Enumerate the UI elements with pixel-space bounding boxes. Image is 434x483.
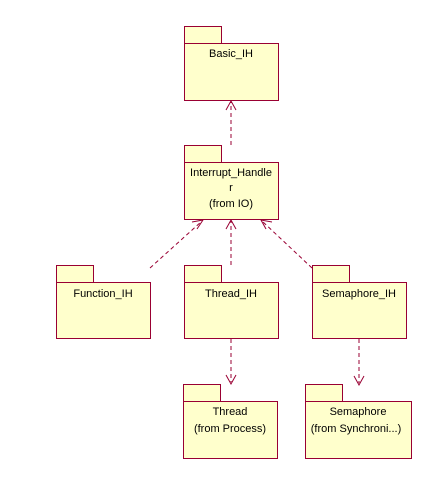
package-origin: (from IO) [209,198,253,210]
package-name: r [229,182,233,194]
dependency-line [149,220,203,269]
package-tab [56,265,94,283]
dependency-arrowhead [225,218,237,230]
package-basic-ih[interactable] [184,26,279,101]
dependency-arrowhead [191,219,205,230]
package-body [56,282,151,339]
dependency-line [261,220,313,269]
package-body [184,282,279,339]
package-tab [184,265,222,283]
package-origin: (from Process) [194,423,266,435]
dependency-arrowhead [225,374,237,386]
package-thread-ih[interactable] [184,265,279,339]
package-name: Function_IH [73,288,132,300]
package-body [184,43,279,101]
package-tab [305,384,343,402]
dependency-arrowhead [353,375,365,387]
package-name: Semaphore [330,406,387,418]
dependency-arrowhead [225,99,237,111]
package-name: Basic_IH [209,48,253,60]
package-name: Interrupt_Handle [190,167,272,179]
package-body [312,282,407,339]
package-semaphore[interactable] [305,384,412,459]
package-semaphore-ih[interactable] [312,265,407,339]
package-origin: (from Synchroni...) [311,423,401,435]
package-thread[interactable] [183,384,278,459]
package-interrupt-handler[interactable] [184,145,279,220]
package-name: Thread_IH [205,288,257,300]
package-function-ih[interactable] [56,265,151,339]
dependency-arrowhead [260,219,273,230]
package-tab [184,26,222,44]
package-body [305,401,412,459]
package-body [183,401,278,459]
package-name: Thread [213,406,248,418]
package-tab [312,265,350,283]
package-tab [184,145,222,163]
package-body [184,162,279,220]
package-tab [183,384,221,402]
package-name: Semaphore_IH [322,288,396,300]
